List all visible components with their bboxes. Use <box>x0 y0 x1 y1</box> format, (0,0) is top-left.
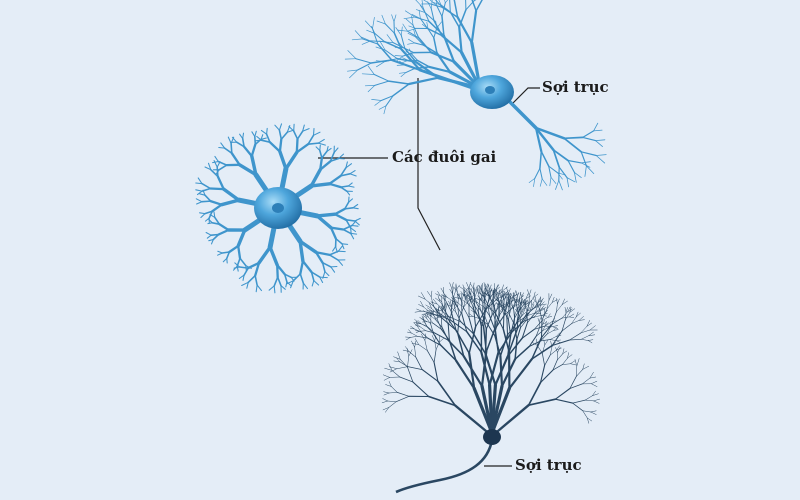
multipolar-nucleus <box>272 203 284 213</box>
leader-lines <box>318 78 540 467</box>
purkinje-soma <box>483 429 501 445</box>
leader-line-dendrite-vertical <box>417 78 441 251</box>
purkinje-neuron <box>381 281 600 494</box>
axon-label-top: Sợi trục <box>542 78 609 96</box>
multipolar-neuron <box>195 123 361 294</box>
bipolar-neuron <box>344 0 607 191</box>
purkinje-axon <box>395 439 494 494</box>
bipolar-nucleus <box>485 86 495 94</box>
dendrites-label: Các đuôi gai <box>392 148 497 166</box>
leader-line-axon-top <box>511 87 540 105</box>
axon-label-bottom: Sợi trục <box>515 456 582 474</box>
